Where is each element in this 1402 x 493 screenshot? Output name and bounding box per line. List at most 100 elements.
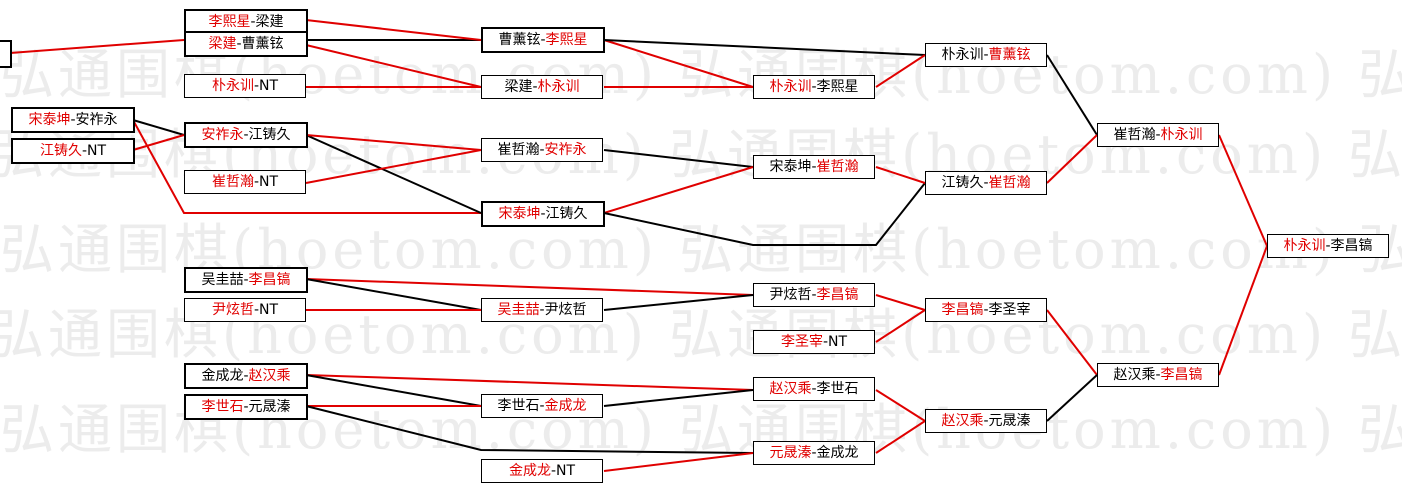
separator: - [550, 463, 557, 479]
player-second: 李昌镐 [816, 287, 859, 303]
player-second: 李世石 [816, 381, 859, 397]
separator: - [811, 381, 817, 397]
bracket-connector [1218, 245, 1268, 376]
match-box: 宋泰坤-江铸久 [481, 201, 605, 227]
bracket-connector [132, 119, 185, 136]
player-first: 赵汉乘 [1113, 367, 1156, 383]
player-first: 朴永训 [769, 79, 812, 95]
player-second: 安祚永 [75, 112, 118, 128]
bracket-connector [1046, 134, 1098, 184]
player-first: 李熙星 [208, 14, 251, 30]
separator: - [236, 36, 242, 52]
player-first: 元晟溱 [769, 445, 812, 461]
player-second: NT [259, 174, 279, 190]
bracket-connector [603, 452, 754, 472]
match-box: 崔哲瀚-朴永训 [1097, 123, 1219, 147]
player-first: 梁建 [504, 79, 533, 95]
bracket-connector [603, 39, 754, 88]
separator: - [253, 174, 260, 190]
player-second: 元晟溱 [248, 399, 291, 415]
player-first: 朴永训 [1283, 238, 1326, 254]
player-second: 崔哲瀚 [816, 159, 859, 175]
match-box: 朴永训-李熙星 [753, 75, 875, 99]
match-box: 崔哲瀚-NT [184, 170, 306, 194]
separator: - [811, 445, 817, 461]
match-box: 赵汉乘-元晟溱 [925, 409, 1047, 433]
separator: - [540, 206, 546, 222]
bracket-connector [305, 134, 482, 151]
player-first: 李圣宰 [780, 334, 823, 350]
bracket-connector [875, 420, 926, 454]
match-box: 金成龙-NT [481, 459, 603, 483]
bracket-connector [875, 294, 926, 311]
player-first: 李世石 [497, 398, 540, 414]
player-second: 崔哲瀚 [988, 175, 1031, 191]
match-box: 崔哲瀚-安祚永 [481, 138, 603, 162]
separator: - [540, 32, 546, 48]
bracket-connector [132, 134, 185, 151]
match-box: 江铸久-NT [11, 138, 135, 164]
match-box: 朴永训-曹薰铉 [925, 43, 1047, 67]
separator: - [70, 112, 76, 128]
match-box: 宋泰坤-安祚永 [11, 107, 135, 133]
player-second: 江铸久 [545, 206, 588, 222]
player-first: 曹薰铉 [498, 32, 541, 48]
bracket-connector [132, 119, 481, 214]
player-first: 金成龙 [201, 368, 244, 384]
bracket-connector [305, 405, 754, 454]
separator: - [1325, 238, 1331, 254]
match-box: 李昌镐-李圣宰 [925, 298, 1047, 322]
player-second: 尹炫哲 [544, 302, 587, 318]
player-first: 江铸久 [39, 143, 82, 159]
player-second: 朴永训 [537, 79, 580, 95]
match-box: 朴永训-NT [184, 74, 306, 98]
player-second: 李昌镐 [1330, 238, 1373, 254]
player-second: 曹薰铉 [241, 36, 284, 52]
player-second: 李熙星 [545, 32, 588, 48]
player-second: 李昌镐 [1160, 367, 1203, 383]
player-first: 尹炫哲 [769, 287, 812, 303]
separator: - [539, 302, 545, 318]
separator: - [1155, 127, 1161, 143]
match-box: 梁建-曹薰铉 [184, 31, 308, 57]
player-first: 崔哲瀚 [1113, 127, 1156, 143]
bracket-connector [305, 278, 482, 311]
player-second: NT [828, 334, 848, 350]
bracket-connector [875, 389, 926, 422]
player-second: 元晟溱 [988, 413, 1031, 429]
bracket-connector [875, 309, 926, 343]
player-first: 金成龙 [508, 463, 551, 479]
match-box: 李世石-元晟溱 [184, 394, 308, 420]
bracket-connector [305, 44, 482, 88]
bracket-connector [305, 134, 482, 214]
separator: - [1155, 367, 1161, 383]
bracket-connector [9, 39, 185, 54]
player-first: 宋泰坤 [28, 112, 71, 128]
separator: - [243, 368, 249, 384]
player-second: 朴永训 [1160, 127, 1203, 143]
match-box: 朴永训-李昌镐 [1267, 234, 1389, 258]
player-second: NT [87, 143, 107, 159]
bracket-connector [1218, 134, 1268, 247]
match-box: 安祚永-江铸久 [184, 122, 308, 148]
player-second: 金成龙 [816, 445, 859, 461]
bracket-connector [305, 19, 482, 41]
player-second: 金成龙 [544, 398, 587, 414]
player-first: 吴圭喆 [497, 302, 540, 318]
match-box: 李圣宰-NT [753, 330, 875, 354]
bracket-connector [305, 374, 754, 391]
match-box: 江铸久-崔哲瀚 [925, 171, 1047, 195]
separator: - [250, 14, 256, 30]
bracket-connector [603, 182, 926, 246]
player-second: NT [556, 463, 576, 479]
player-first: 李世石 [201, 399, 244, 415]
separator: - [983, 175, 989, 191]
player-first: 宋泰坤 [498, 206, 541, 222]
player-first: 崔哲瀚 [211, 174, 254, 190]
bracket-connector [603, 389, 754, 407]
player-first: 吴圭喆 [201, 272, 244, 288]
separator: - [983, 302, 989, 318]
separator: - [532, 79, 538, 95]
match-box: 金成龙-赵汉乘 [184, 363, 308, 389]
